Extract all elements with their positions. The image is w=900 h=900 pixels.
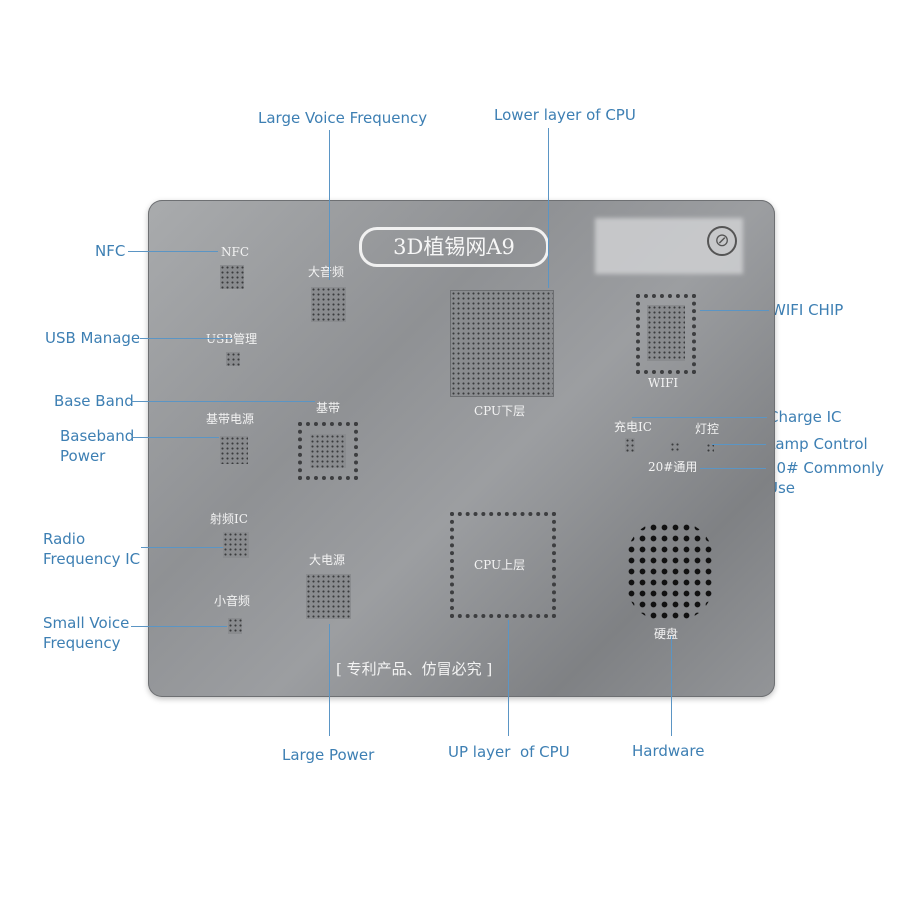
- pad-baseband-power: [220, 436, 248, 464]
- pad-large-power: [306, 574, 351, 619]
- leader-up-cpu: [508, 620, 509, 736]
- pad-cpu-upper-ring: [450, 512, 556, 618]
- etch-large-voice: 大音频: [308, 265, 345, 279]
- callout-up-layer-cpu: UP layer of CPU: [448, 743, 570, 761]
- callout-radio-frequency-ic: Radio Frequency IC: [43, 530, 141, 568]
- pad-wifi-ring: [636, 294, 696, 374]
- callout-lower-layer-cpu: Lower layer of CPU: [494, 106, 636, 124]
- leader-nfc: [128, 251, 218, 252]
- etch-base-band: 基带: [316, 401, 341, 415]
- leader-base-band: [131, 401, 315, 402]
- leader-20-common: [700, 468, 766, 469]
- callout-charge-ic: Charge IC: [768, 408, 842, 426]
- etch-hardware: 硬盘: [654, 627, 679, 641]
- leader-small-voice: [131, 626, 227, 627]
- callout-lamp-control: Lamp Control: [767, 435, 868, 453]
- callout-large-power: Large Power: [282, 746, 375, 764]
- callout-small-voice-frequency: Small Voice Frequency: [43, 614, 130, 652]
- leader-charge-ic: [632, 417, 767, 418]
- pad-usb: [226, 352, 240, 366]
- etch-charge-ic: 充电IC: [614, 420, 652, 434]
- pad-nfc: [220, 265, 244, 289]
- etch-small-voice: 小音频: [214, 594, 251, 608]
- callout-20-commonly-use: 20# Commonly Use: [767, 459, 885, 497]
- callout-large-voice-frequency: Large Voice Frequency: [258, 109, 428, 127]
- leader-hardware: [671, 636, 672, 736]
- pad-base-band: [310, 434, 346, 468]
- callout-hardware: Hardware: [632, 742, 705, 760]
- etch-baseband-power: 基带电源: [206, 412, 255, 426]
- bga-stencil-plate: 3D植锡网A9 ⊘ NFC 大音频 USB管理 CPU下层 WIFI 基带 基带…: [148, 200, 775, 697]
- etch-cpu-upper: CPU上层: [474, 558, 526, 572]
- callout-usb-manage: USB Manage: [45, 329, 141, 347]
- pad-charge-ic: [625, 438, 635, 452]
- leader-usb: [140, 338, 232, 339]
- pad-20-common: [670, 442, 680, 452]
- pad-wifi: [647, 305, 685, 361]
- etch-lamp: 灯控: [695, 422, 720, 436]
- pad-radio-ic: [223, 532, 249, 558]
- callout-base-band: Base Band: [54, 392, 134, 410]
- stencil-title: 3D植锡网A9: [359, 227, 549, 267]
- pad-small-voice: [228, 618, 242, 634]
- leader-lower-cpu: [548, 128, 549, 288]
- leader-baseband-power: [133, 437, 219, 438]
- leader-large-voice: [329, 130, 330, 280]
- etch-radio-ic: 射频IC: [210, 512, 248, 526]
- etch-large-power: 大电源: [309, 553, 346, 567]
- etch-usb: USB管理: [206, 332, 258, 346]
- leader-wifi: [700, 310, 769, 311]
- etch-cpu-lower: CPU下层: [474, 404, 526, 418]
- pad-hardware-holes: [626, 522, 714, 620]
- pad-base-band-ring: [298, 422, 358, 480]
- pad-cpu-lower: [450, 290, 554, 397]
- leader-large-power: [329, 624, 330, 736]
- stencil-footer-text: [ 专利产品、仿冒必究 ]: [336, 660, 493, 678]
- etch-wifi: WIFI: [648, 376, 679, 390]
- callout-baseband-power: Baseband Power: [60, 427, 135, 465]
- etch-nfc: NFC: [221, 245, 250, 259]
- callout-nfc: NFC: [95, 242, 126, 260]
- leader-radio-ic: [141, 547, 223, 548]
- pad-lamp: [706, 443, 714, 453]
- callout-wifi-chip: WIFI CHIP: [771, 301, 844, 319]
- no-entry-icon: ⊘: [707, 226, 737, 256]
- pad-large-voice: [311, 287, 346, 322]
- etch-20-common: 20#通用: [648, 460, 698, 474]
- leader-lamp: [712, 444, 766, 445]
